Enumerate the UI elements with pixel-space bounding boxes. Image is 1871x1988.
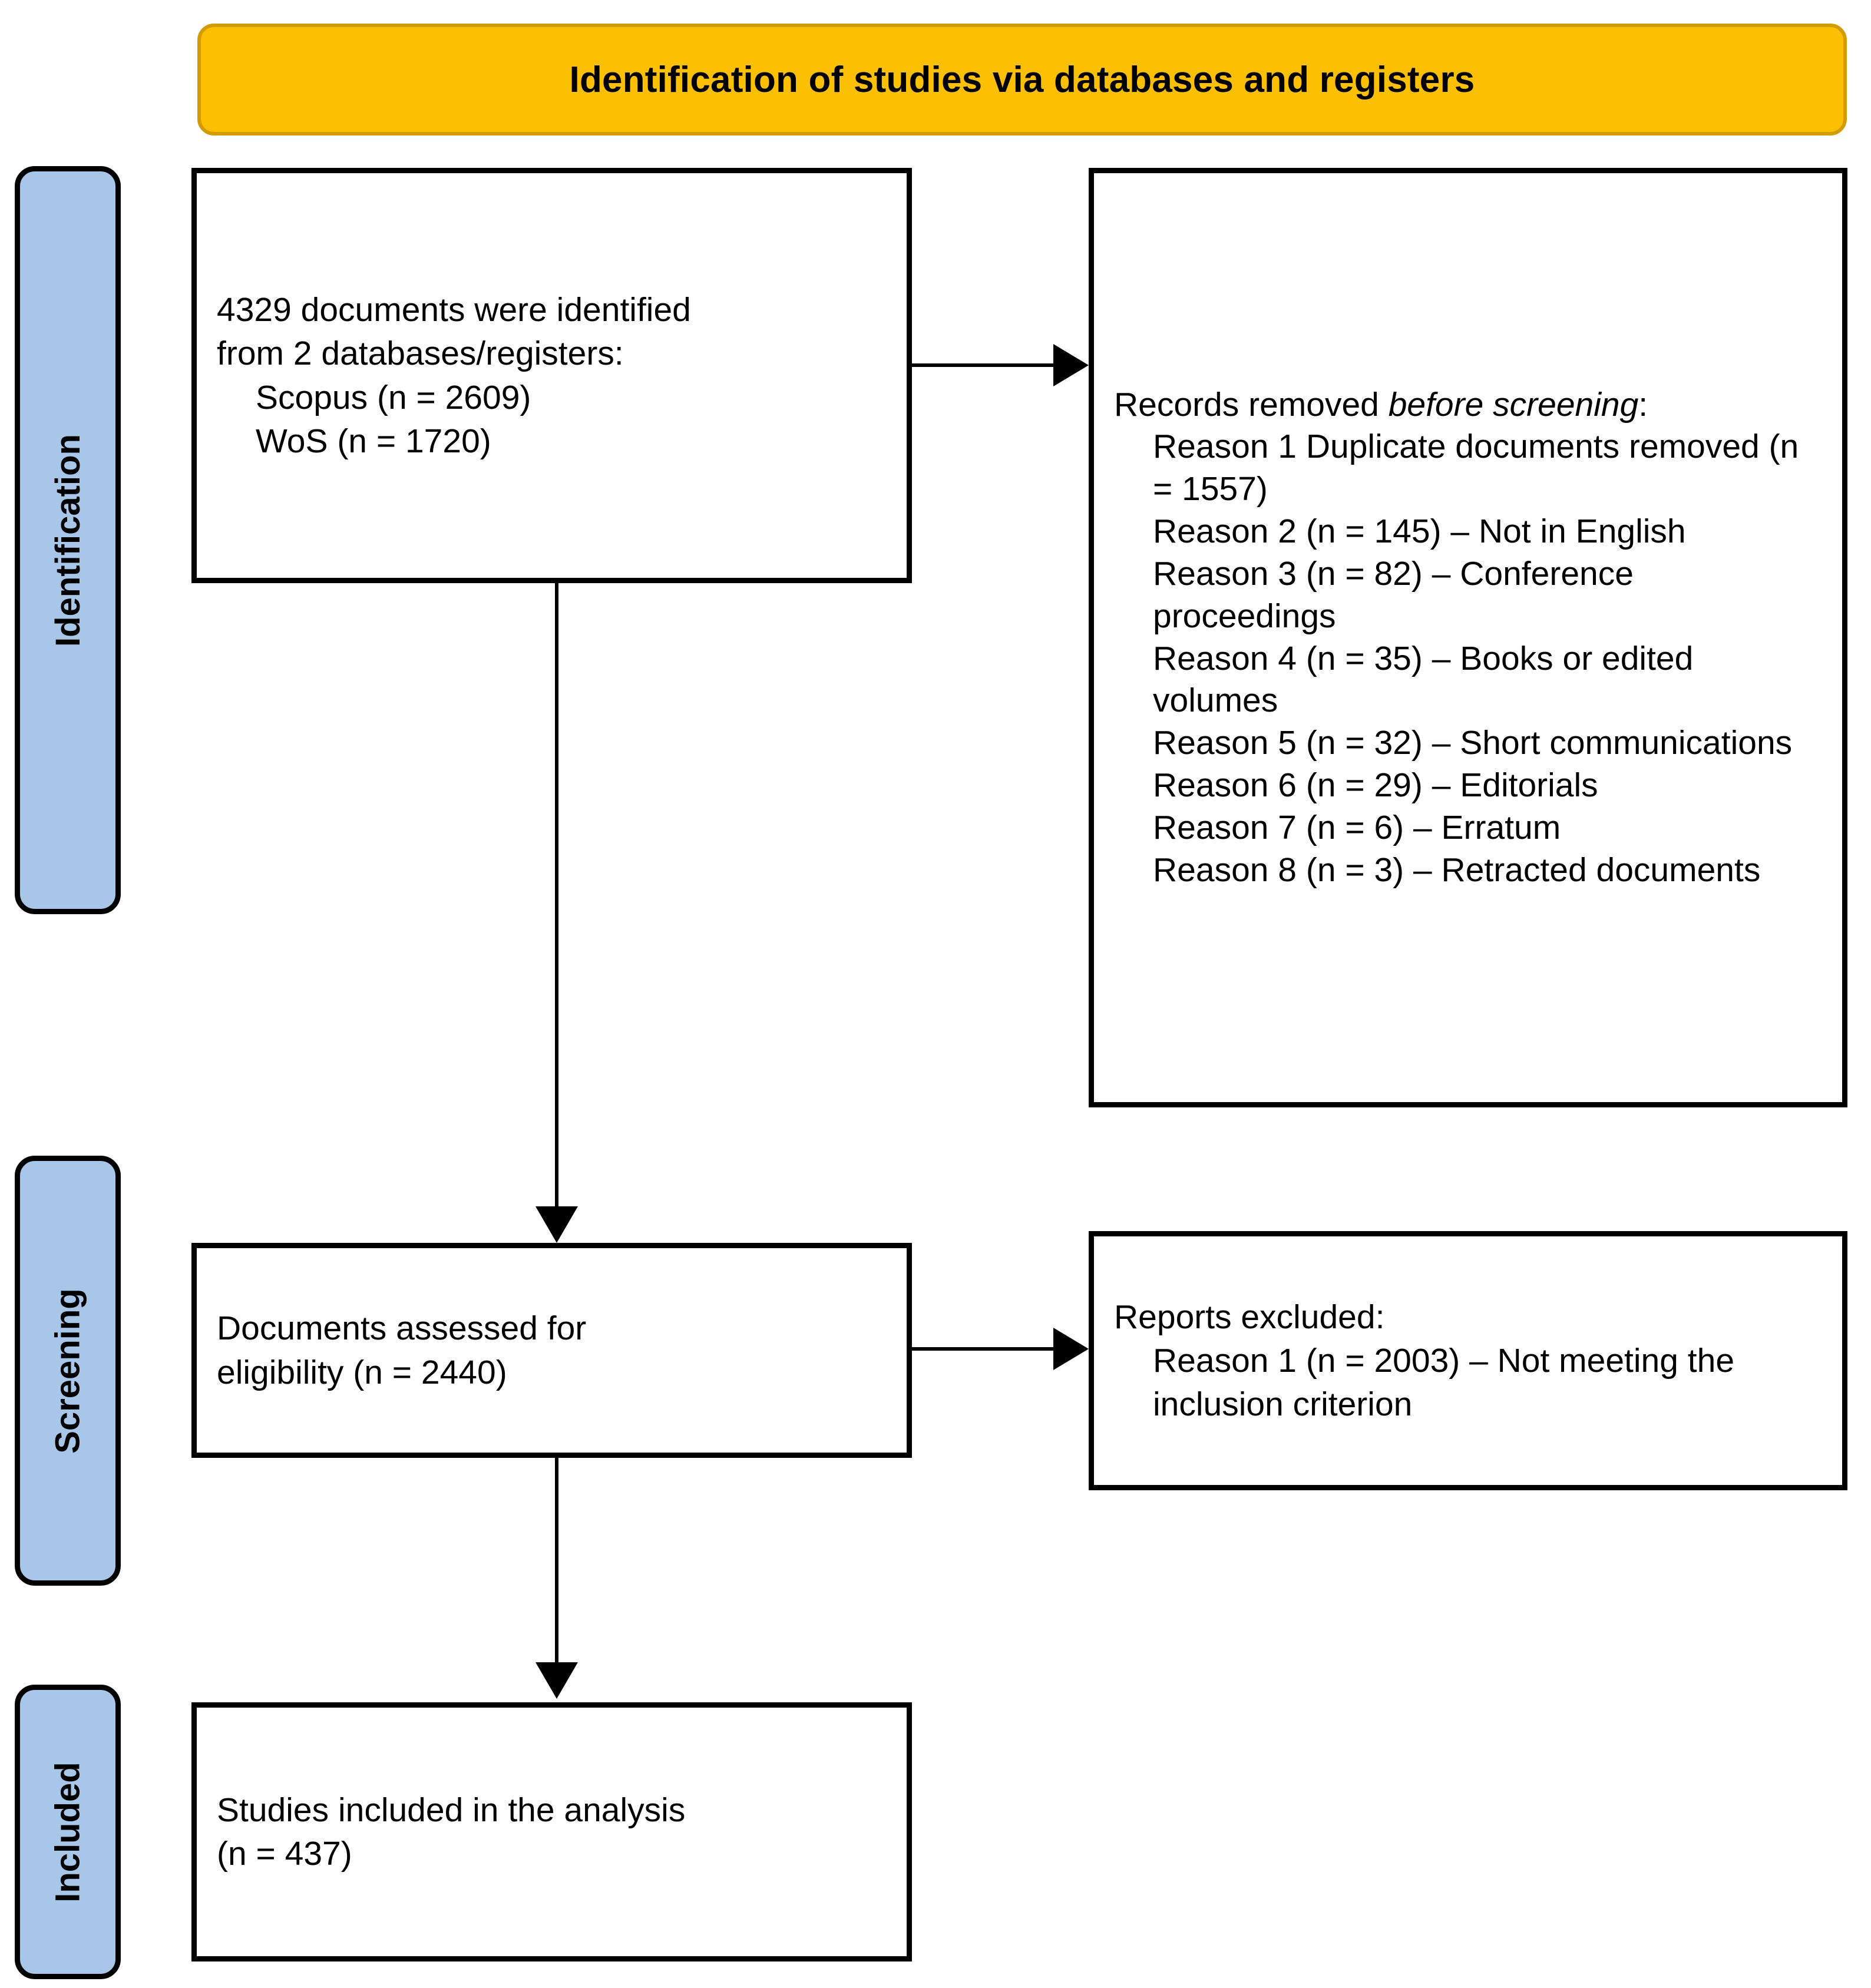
removed-reason-1: Reason 1 Duplicate documents removed (n … <box>1153 428 1799 508</box>
box-reports-excluded: Reports excluded: Reason 1 (n = 2003) – … <box>1089 1231 1847 1490</box>
arrow-right-icon-identified-to-removed <box>1053 344 1089 386</box>
identified-line-1: 4329 documents were identified <box>217 291 691 329</box>
eligibility-line-2: eligibility (n = 2440) <box>217 1353 507 1391</box>
stage-label-included-text: Included <box>48 1761 87 1903</box>
box-records-removed: Records removed before screening: Reason… <box>1089 168 1847 1107</box>
removed-reason-3: Reason 3 (n = 82) – Conference proceedin… <box>1153 554 1634 635</box>
box-documents-assessed: Documents assessed for eligibility (n = … <box>191 1243 912 1458</box>
removed-reason-4: Reason 4 (n = 35) – Books or edited volu… <box>1153 639 1694 720</box>
diagram-title: Identification of studies via databases … <box>569 59 1475 100</box>
excluded-heading: Reports excluded: <box>1114 1298 1385 1336</box>
removed-heading-prefix: Records removed <box>1114 385 1389 424</box>
removed-reason-5: Reason 5 (n = 32) – Short communications <box>1153 724 1793 762</box>
eligibility-line-1: Documents assessed for <box>217 1309 587 1348</box>
removed-heading: Records removed before screening: <box>1114 384 1822 426</box>
identified-line-2: from 2 databases/registers: <box>217 335 624 373</box>
identified-source-wos: WoS (n = 1720) <box>256 422 491 460</box>
diagram-header-banner: Identification of studies via databases … <box>197 24 1847 135</box>
box-studies-included: Studies included in the analysis (n = 43… <box>191 1702 912 1961</box>
connector-identified-to-removed-line <box>912 363 1056 367</box>
included-line-1: Studies included in the analysis <box>217 1791 686 1829</box>
stage-label-screening-text: Screening <box>48 1288 87 1454</box>
removed-reason-2: Reason 2 (n = 145) – Not in English <box>1153 512 1686 551</box>
excluded-reason-1: Reason 1 (n = 2003) – Not meeting the in… <box>1153 1341 1735 1424</box>
arrow-right-icon-eligibility-to-excluded <box>1053 1328 1089 1370</box>
removed-reason-8: Reason 8 (n = 3) – Retracted documents <box>1153 851 1761 889</box>
removed-heading-italic: before screening <box>1388 385 1639 424</box>
arrow-down-icon-eligibility-to-included <box>535 1662 578 1699</box>
box-records-identified: 4329 documents were identified from 2 da… <box>191 168 912 583</box>
connector-identified-to-eligibility-line <box>555 583 558 1210</box>
removed-reason-7: Reason 7 (n = 6) – Erratum <box>1153 808 1561 846</box>
connector-eligibility-to-included-line <box>555 1458 558 1664</box>
removed-heading-suffix: : <box>1638 385 1648 424</box>
identified-source-scopus: Scopus (n = 2609) <box>256 378 531 416</box>
stage-label-included: Included <box>15 1685 121 1979</box>
stage-label-identification-text: Identification <box>48 434 87 647</box>
connector-eligibility-to-excluded-line <box>912 1347 1056 1351</box>
stage-label-identification: Identification <box>15 166 121 914</box>
removed-reason-6: Reason 6 (n = 29) – Editorials <box>1153 766 1598 804</box>
stage-label-screening: Screening <box>15 1156 121 1586</box>
included-line-2: (n = 437) <box>217 1835 352 1873</box>
arrow-down-icon-identified-to-eligibility <box>535 1206 578 1243</box>
